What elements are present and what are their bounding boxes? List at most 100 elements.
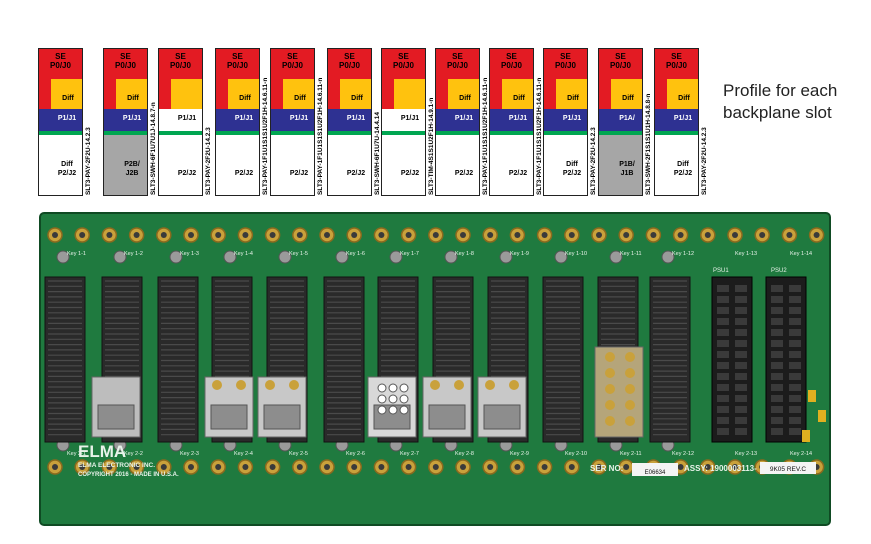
coax-module [594,346,644,438]
optical-port [399,394,409,404]
profile-part-number: SLT3-PAY-2F2U-14.2.3 [701,127,708,195]
psu2-label: PSU2 [771,268,787,274]
p1-label: P1/J1 [400,115,420,122]
key-label-bottom: Key 2-4 [234,451,253,457]
p1-label: P1/J1 [289,115,309,122]
p2-label: P2/J2 [673,170,693,177]
bottom-label: P2B/ [124,161,140,168]
key-guide [661,250,675,264]
key-label-bottom: Key 2-12 [672,451,694,457]
p1-label: P1/J1 [454,115,474,122]
key-guide [223,250,237,264]
key-label-top: Key 1-9 [510,251,529,257]
p2-label: P2/J2 [400,170,420,177]
key-guide [389,250,403,264]
p2-label: P2/J2 [57,170,77,177]
revision-label: 9K05 REV.C [770,466,807,473]
key-label-top: Key 1-3 [180,251,199,257]
optical-port [388,383,398,393]
diff-label: Diff [513,95,525,102]
p1-label: P1/J1 [562,115,582,122]
backplane-connector [44,276,86,443]
profile-part-number: SLT3-PAY-2F2U-14.2.3 [590,127,597,195]
key-label-top: Key 1-5 [289,251,308,257]
key-label-top: Key 1-14 [790,251,812,257]
key-label-top: Key 1-1 [67,251,86,257]
diff-label: Diff [678,95,690,102]
diff-label: Diff [239,95,251,102]
key-label-bottom: Key 2-3 [180,451,199,457]
p2-label: P2/J2 [177,170,197,177]
company-name: ELMA ELECTRONIC INC. [78,462,155,469]
diff-label: Diff [127,95,139,102]
diff-label: Diff [459,95,471,102]
psu-connector-2 [765,276,807,443]
backplane-connector [323,276,365,443]
capacitor [808,390,816,402]
profile-part-number: SLT3-PAY-1F1U1S1S1U2F1H-14.6.11-n [262,77,269,195]
elma-logo: ELMA [78,442,126,461]
optical-port [388,405,398,415]
key-guide [499,250,513,264]
profile-part-number: SLT3-PAY-2F2U-14.2.3 [205,127,212,195]
key-label-bottom: Key 2-7 [400,451,419,457]
assy-number: ASSY: 1900003113- [684,464,757,473]
optical-port [377,405,387,415]
ser-label: SER NO: [590,464,623,473]
bottom-label: Diff [566,161,578,168]
profile-part-number: SLT3-SWH-6F1U7U1J-14.8.7-n [150,102,157,195]
key-label-top: Key 1-13 [735,251,757,257]
diff-label: Diff [567,95,579,102]
p1-label: P1/J1 [346,115,366,122]
p2-label: P2/J2 [562,170,582,177]
optical-port [399,383,409,393]
barcode-number: E06634 [645,470,666,476]
key-guide [113,250,127,264]
key-guide [444,250,458,264]
key-label-top: Key 1-10 [565,251,587,257]
p2-label: J1B [620,170,634,177]
key-label-bottom: Key 2-2 [124,451,143,457]
profile-part-number: SLT3-SWH-2F1S1S1U1H-14.8.8-n [645,93,652,195]
psu-connector-1 [711,276,753,443]
key-guide [554,250,568,264]
p1-label: P1/J1 [122,115,142,122]
key-label-top: Key 1-6 [346,251,365,257]
p2-label: P2/J2 [346,170,366,177]
optical-port [377,394,387,404]
optical-port [388,394,398,404]
key-guide [56,250,70,264]
key-label-bottom: Key 2-1 [67,451,86,457]
key-label-top: Key 1-7 [400,251,419,257]
p1-label: P1/J1 [177,115,197,122]
key-label-top: Key 1-11 [620,251,642,257]
key-label-bottom: Key 2-5 [289,451,308,457]
backplane-connector [649,276,691,443]
profile-caption: Profile for each backplane slot [723,81,838,122]
capacitor [818,410,826,422]
key-guide [335,250,349,264]
optical-port [399,405,409,415]
key-label-bottom: Key 2-14 [790,451,812,457]
p2-label: P2/J2 [508,170,528,177]
key-label-bottom: Key 2-8 [455,451,474,457]
p2-label: P2/J2 [234,170,254,177]
diff-label: Diff [62,95,74,102]
